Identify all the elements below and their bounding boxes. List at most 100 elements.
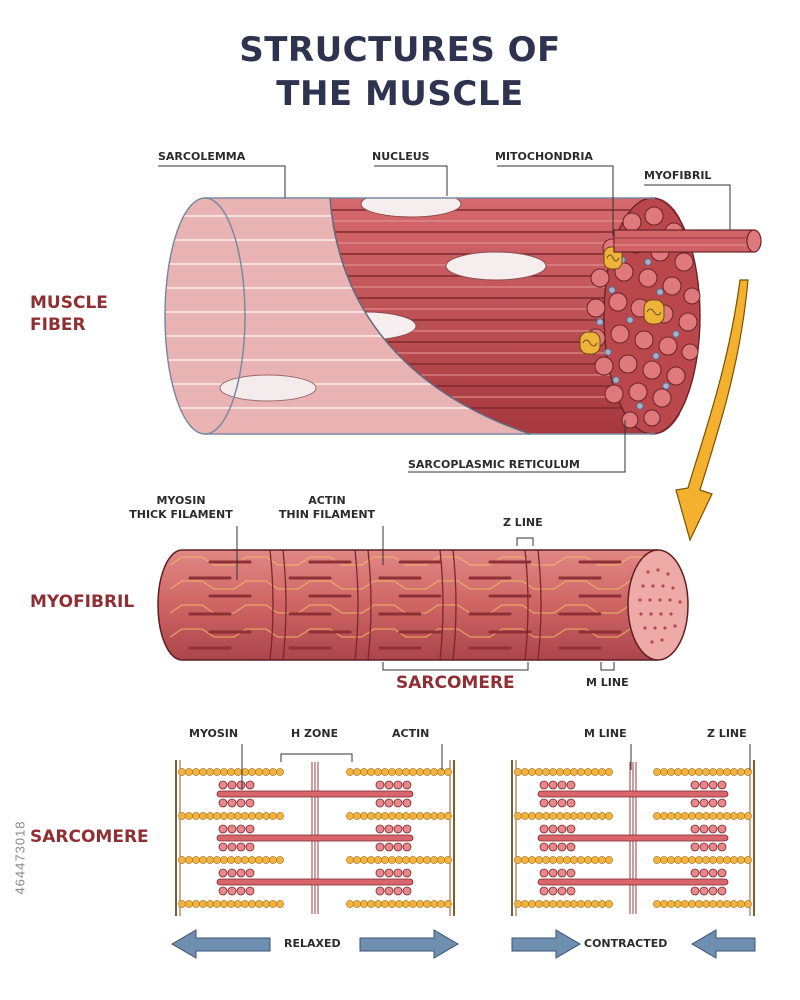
myosin-head	[245, 798, 255, 808]
actin-bead	[227, 768, 235, 776]
myosin-head	[539, 780, 549, 790]
actin-bead	[234, 768, 242, 776]
actin-bead	[563, 900, 571, 908]
myosin-head	[227, 824, 237, 834]
actin-bead	[227, 900, 235, 908]
myosin-head	[566, 868, 576, 878]
actin-bead	[178, 768, 186, 776]
myosin-head	[699, 798, 709, 808]
actin-bead	[674, 768, 682, 776]
actin-bead	[744, 856, 752, 864]
myosin-head	[690, 868, 700, 878]
myosin-head	[236, 824, 246, 834]
actin-bead	[262, 812, 270, 820]
myosin-head	[566, 824, 576, 834]
myosin-head	[384, 886, 394, 896]
myosin-head	[393, 798, 403, 808]
myosin-head	[227, 780, 237, 790]
actin-bead	[556, 900, 564, 908]
actin-bead	[395, 856, 403, 864]
actin-bead	[709, 900, 717, 908]
actin-bead	[423, 768, 431, 776]
actin-bead	[269, 900, 277, 908]
actin-bead	[430, 812, 438, 820]
myosin-head	[227, 886, 237, 896]
label-h-zone: H ZONE	[291, 727, 339, 740]
actin-bead	[709, 856, 717, 864]
myosin-head	[245, 780, 255, 790]
label-z-line: Z LINE	[503, 516, 543, 529]
fibril-ends	[586, 206, 701, 429]
myosin-head	[557, 780, 567, 790]
myosin-head	[557, 824, 567, 834]
myosin-head	[236, 842, 246, 852]
actin-bead	[381, 900, 389, 908]
label-m-line-sarcomere: M LINE	[584, 727, 627, 740]
myosin-head	[699, 780, 709, 790]
actin-bead	[213, 768, 221, 776]
actin-bead	[437, 812, 445, 820]
actin-bead	[528, 900, 536, 908]
actin-bead	[416, 768, 424, 776]
actin-bead	[723, 900, 731, 908]
actin-bead	[598, 768, 606, 776]
actin-bead	[744, 812, 752, 820]
actin-bead	[269, 768, 277, 776]
actin-bead	[563, 856, 571, 864]
myosin-head	[566, 798, 576, 808]
myosin-head	[384, 868, 394, 878]
actin-bead	[598, 856, 606, 864]
actin-bead	[591, 768, 599, 776]
actin-bead	[255, 900, 263, 908]
myosin-head	[245, 842, 255, 852]
actin-bead	[723, 812, 731, 820]
myosin-head	[393, 824, 403, 834]
actin-bead	[577, 812, 585, 820]
actin-bead	[605, 768, 613, 776]
actin-bead	[416, 812, 424, 820]
actin-bead	[409, 768, 417, 776]
actin-bead	[591, 856, 599, 864]
actin-bead	[702, 900, 710, 908]
actin-bead	[276, 856, 284, 864]
myosin-head	[708, 886, 718, 896]
actin-bead	[660, 856, 668, 864]
myosin-head	[402, 868, 412, 878]
myosin-head	[384, 780, 394, 790]
myosin-head	[245, 868, 255, 878]
actin-bead	[660, 900, 668, 908]
actin-bead	[591, 812, 599, 820]
actin-bead	[528, 856, 536, 864]
myosin-filament	[537, 878, 729, 886]
sarcomere-contracted	[511, 760, 755, 916]
actin-bead	[360, 856, 368, 864]
actin-bead	[667, 812, 675, 820]
myosin-head	[384, 842, 394, 852]
actin-bead	[213, 856, 221, 864]
myosin-head	[717, 886, 727, 896]
actin-bead	[192, 856, 200, 864]
label-contracted: CONTRACTED	[584, 937, 668, 950]
actin-bead	[276, 900, 284, 908]
myosin-head	[557, 886, 567, 896]
actin-bead	[199, 900, 207, 908]
actin-bead	[423, 900, 431, 908]
actin-bead	[444, 768, 452, 776]
fiber-leader-lines	[158, 165, 731, 473]
actin-bead	[563, 812, 571, 820]
actin-bead	[227, 856, 235, 864]
myosin-head	[375, 824, 385, 834]
actin-bead	[437, 856, 445, 864]
actin-bead	[234, 900, 242, 908]
actin-bead	[695, 768, 703, 776]
actin-bead	[367, 768, 375, 776]
actin-bead	[730, 900, 738, 908]
actin-bead	[220, 768, 228, 776]
actin-bead	[549, 900, 557, 908]
myofibril-leader-lines	[236, 526, 615, 671]
myosin-head	[393, 842, 403, 852]
actin-bead	[577, 856, 585, 864]
label-mitochondria: MITOCHONDRIA	[495, 150, 593, 163]
actin-bead	[556, 812, 564, 820]
actin-bead	[430, 768, 438, 776]
